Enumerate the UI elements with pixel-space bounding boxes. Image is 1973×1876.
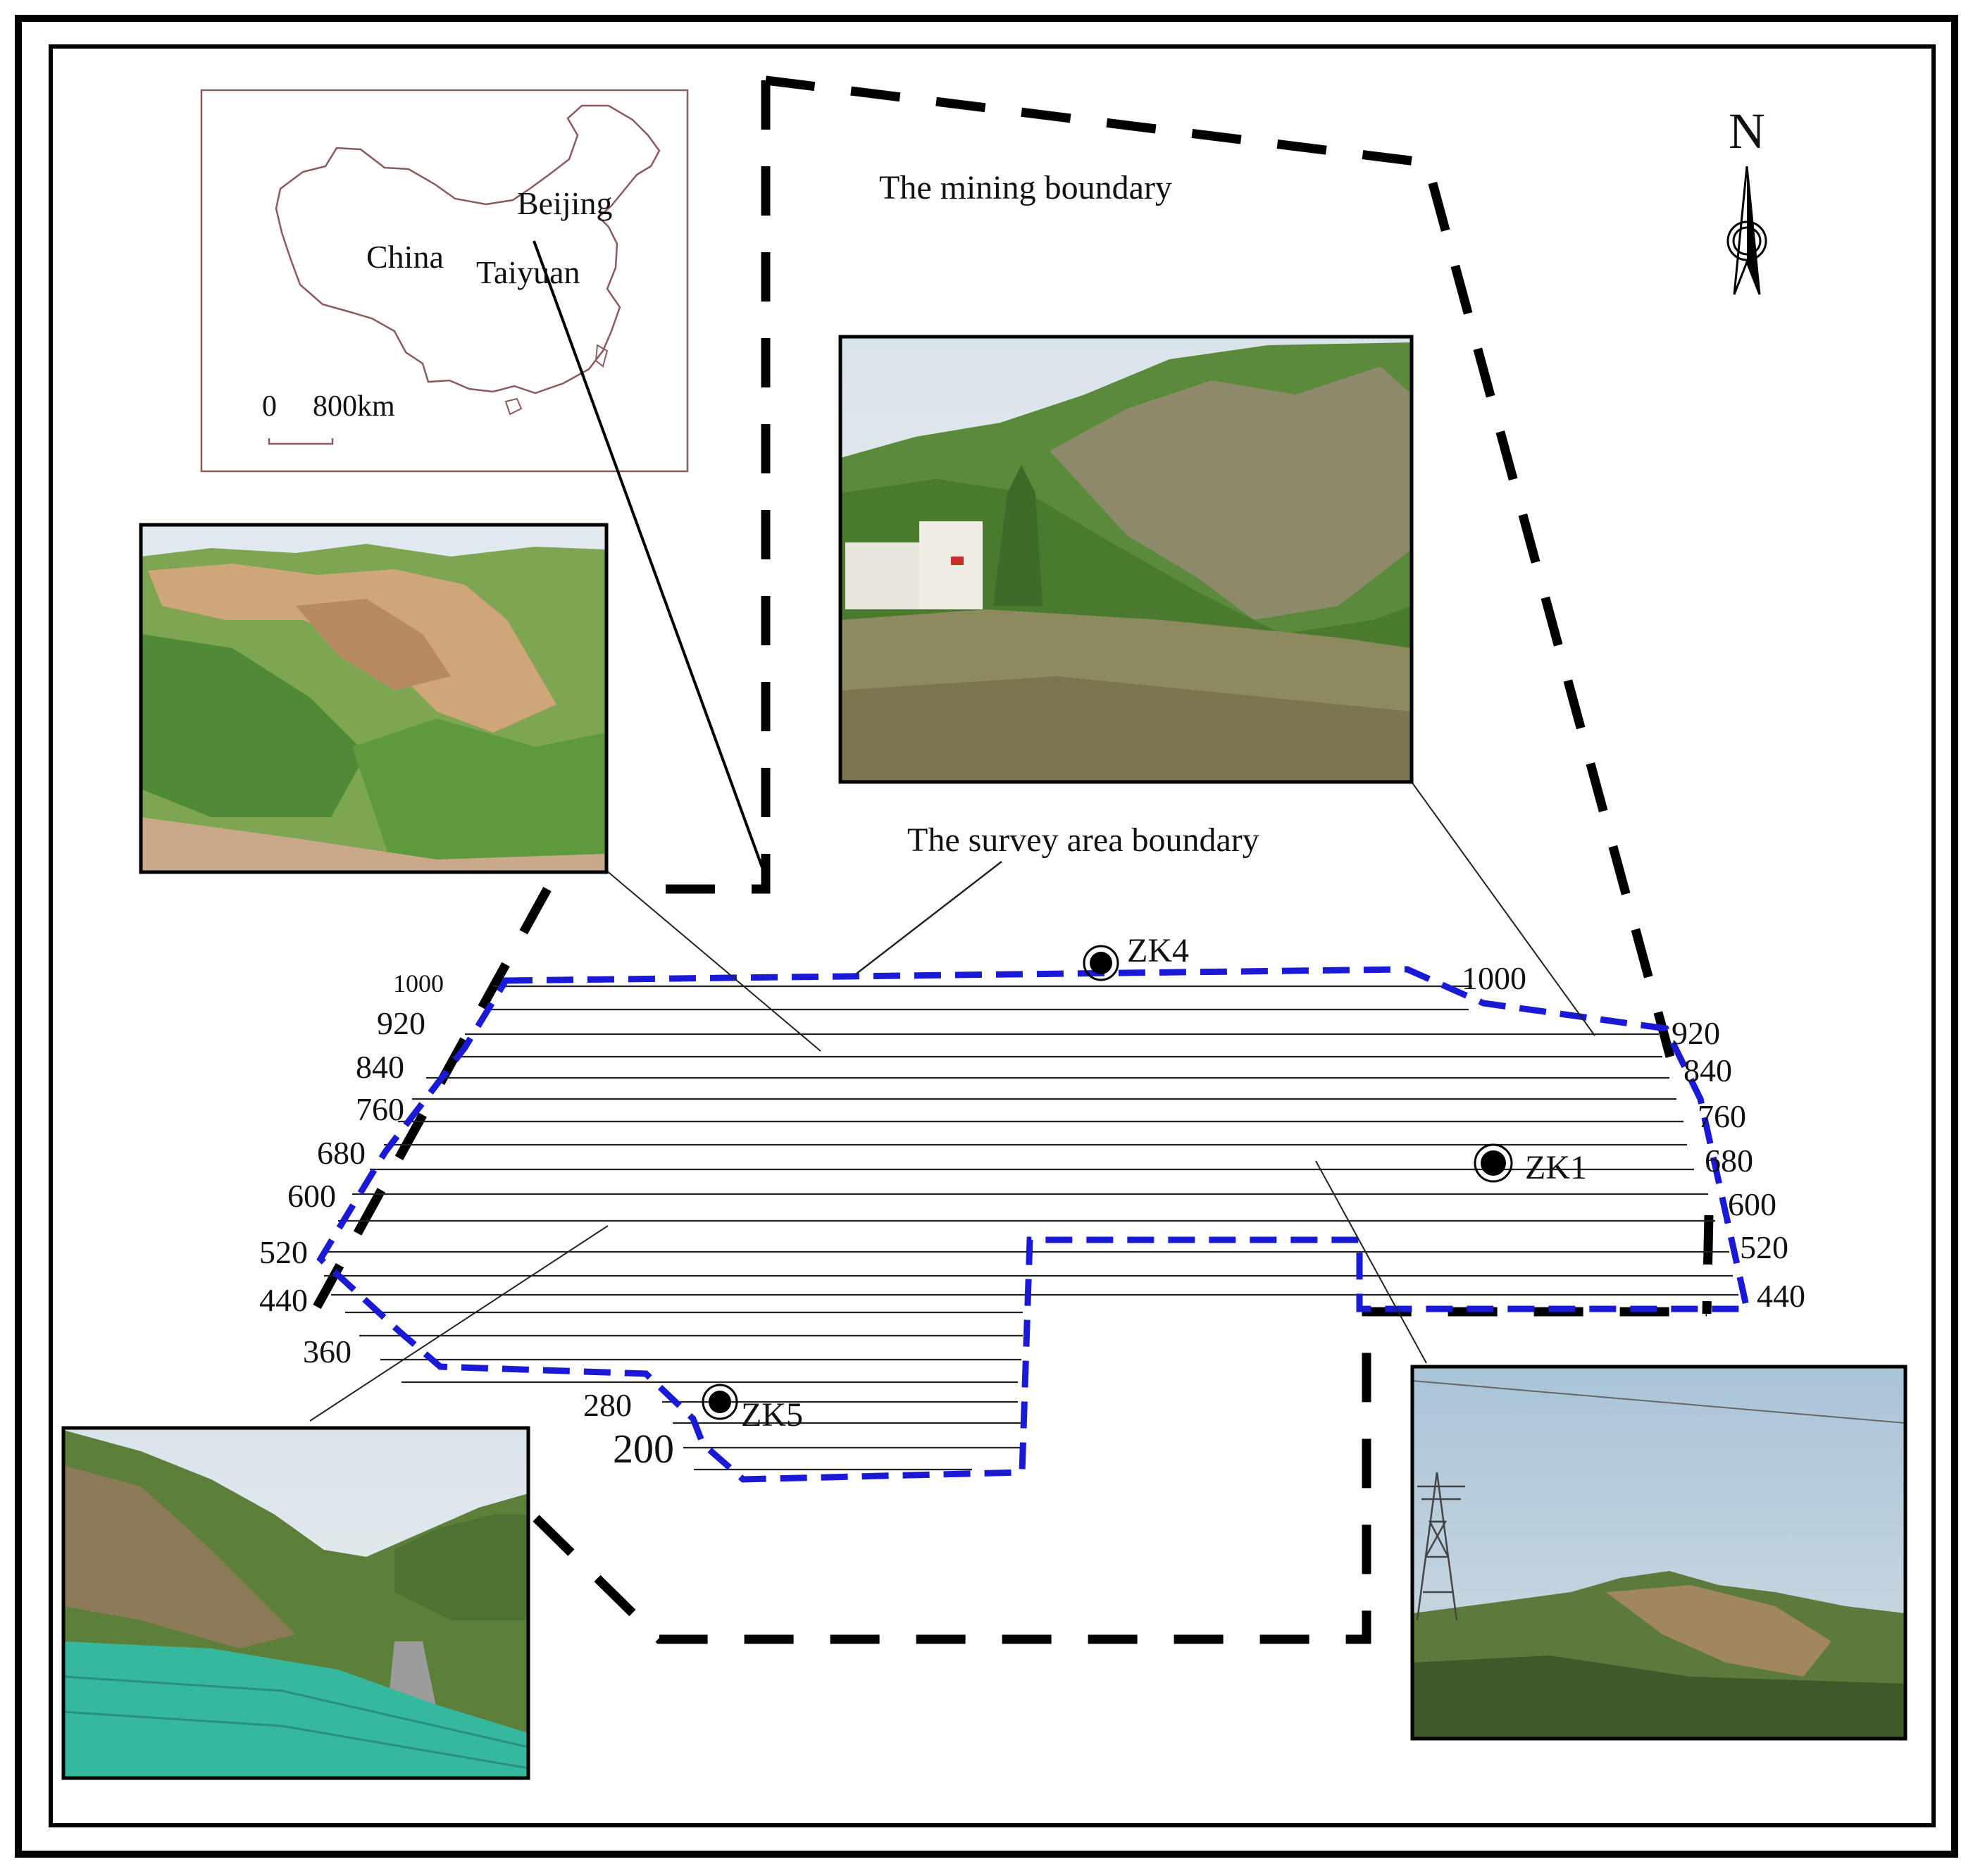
survey-line-label: 1000 bbox=[1462, 960, 1526, 996]
survey-line-label: 280 bbox=[583, 1387, 632, 1423]
north-label: N bbox=[1729, 103, 1765, 159]
location-inset: China Beijing Taiyuan 0 800km bbox=[200, 89, 767, 878]
survey-line-label: 680 bbox=[1705, 1143, 1753, 1179]
survey-line-label: 520 bbox=[1740, 1229, 1788, 1265]
borehole-zk4: ZK4 bbox=[1083, 932, 1189, 981]
survey-line-label: 760 bbox=[356, 1091, 404, 1127]
survey-line-label: 200 bbox=[613, 1426, 674, 1472]
location-pointer-line bbox=[533, 240, 767, 878]
borehole-marker bbox=[709, 1391, 731, 1413]
borehole-label: ZK4 bbox=[1127, 932, 1189, 969]
borehole-marker bbox=[1481, 1150, 1506, 1176]
survey-line-label: 440 bbox=[1757, 1278, 1805, 1314]
north-arrow-icon: N bbox=[1726, 103, 1767, 295]
survey-line-label: 440 bbox=[259, 1282, 308, 1318]
borehole-ring bbox=[1083, 945, 1119, 981]
inset-city-label-taiyuan: Taiyuan bbox=[476, 254, 580, 290]
photo-mining-facility bbox=[838, 335, 1414, 784]
survey-line-label: 920 bbox=[377, 1005, 425, 1041]
borehole-label: ZK1 bbox=[1525, 1149, 1587, 1186]
hainan-outline bbox=[504, 397, 523, 416]
photo-loess-gully bbox=[139, 523, 609, 874]
outer-frame bbox=[15, 15, 1958, 1858]
china-outline bbox=[275, 104, 661, 395]
scale-zero-label: 0 bbox=[262, 390, 277, 423]
survey-line-label: 840 bbox=[356, 1049, 404, 1085]
borehole-ring bbox=[1474, 1143, 1513, 1183]
borehole-ring bbox=[702, 1384, 738, 1420]
borehole-zk1: ZK1 bbox=[1474, 1143, 1587, 1186]
scale-value-label: 800km bbox=[313, 390, 395, 423]
survey-boundary-label: The survey area boundary bbox=[907, 821, 1259, 859]
survey-line-label: 760 bbox=[1698, 1098, 1746, 1134]
survey-line-label: 1000 bbox=[393, 969, 444, 998]
taiwan-outline bbox=[595, 344, 609, 368]
survey-line-label: 600 bbox=[287, 1178, 336, 1214]
borehole-label: ZK5 bbox=[741, 1396, 803, 1434]
survey-line-label: 520 bbox=[259, 1234, 308, 1270]
scale-bar bbox=[268, 438, 334, 445]
survey-boundary-leader bbox=[856, 861, 1002, 974]
borehole-zk5: ZK5 bbox=[702, 1384, 803, 1434]
survey-line-label: 680 bbox=[317, 1135, 366, 1171]
survey-area-boundary-line bbox=[316, 966, 1751, 1483]
survey-line-label: 360 bbox=[303, 1334, 351, 1369]
survey-line-label: 840 bbox=[1683, 1052, 1732, 1088]
photo-power-tower bbox=[1410, 1365, 1907, 1741]
inset-frame bbox=[200, 89, 689, 473]
mining-boundary-label: The mining boundary bbox=[879, 169, 1172, 206]
inset-country-label: China bbox=[366, 239, 444, 275]
photo-valley-road bbox=[61, 1426, 530, 1780]
survey-line-label: 600 bbox=[1728, 1186, 1776, 1222]
survey-line-label: 920 bbox=[1672, 1015, 1720, 1051]
photo-leader-lines bbox=[309, 781, 1595, 1422]
inner-frame bbox=[49, 44, 1936, 1827]
inset-city-label-beijing: Beijing bbox=[517, 185, 612, 221]
borehole-marker bbox=[1090, 952, 1112, 974]
